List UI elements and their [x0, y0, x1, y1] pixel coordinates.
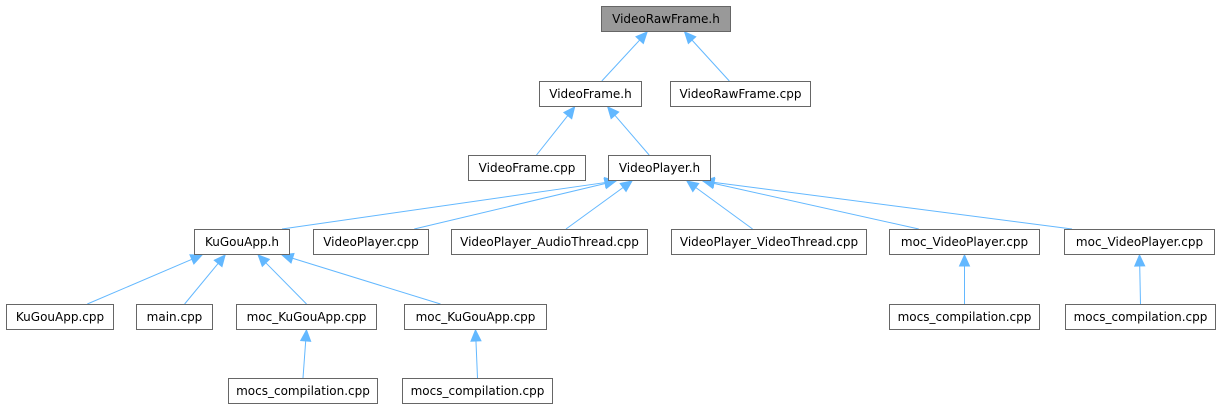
arrowhead-videoplayer-h-to-videoframe-h: [606, 106, 620, 120]
node-moc-videoplayer-cpp-2[interactable]: moc_VideoPlayer.cpp: [1064, 229, 1215, 255]
node-videorawframe-cpp[interactable]: VideoRawFrame.cpp: [670, 81, 811, 107]
edge-videoplayer-h-to-videoframe-h: [614, 115, 650, 156]
node-label: mocs_compilation.cpp: [410, 384, 545, 398]
arrowhead-moc-kugouapp-cpp-1-to-kugouapp-h: [257, 254, 271, 268]
node-main-cpp[interactable]: main.cpp: [136, 304, 213, 330]
edge-videoplayer-cpp-to-videoplayer-h: [414, 183, 606, 230]
node-kugouapp-cpp[interactable]: KuGouApp.cpp: [6, 304, 114, 330]
arrowhead-main-cpp-to-kugouapp-h: [213, 254, 226, 268]
node-label: VideoFrame.h: [549, 87, 632, 101]
edge-main-cpp-to-kugouapp-h: [184, 263, 219, 305]
edge-moc-kugouapp-cpp-1-to-kugouapp-h: [265, 262, 307, 305]
arrowhead-mocs-compilation-cpp-3-to-moc-videoplayer-cpp-1: [958, 253, 971, 267]
edge-mocs-compilation-cpp-2-to-moc-kugouapp-cpp-2: [475, 340, 478, 379]
node-label: moc_KuGouApp.cpp: [246, 310, 367, 324]
edge-videoframe-cpp-to-videoframe-h: [536, 115, 569, 156]
edge-kugouapp-cpp-to-kugouapp-h: [87, 258, 193, 305]
node-label: VideoRawFrame.cpp: [679, 87, 802, 101]
node-label: VideoPlayer.cpp: [323, 235, 419, 249]
node-mocs-compilation-cpp-1[interactable]: mocs_compilation.cpp: [228, 378, 378, 404]
edge-mocs-compilation-cpp-1-to-moc-kugouapp-cpp-1: [302, 340, 307, 379]
arrowhead-kugouapp-cpp-to-kugouapp-h: [189, 254, 204, 265]
node-videoframe-cpp[interactable]: VideoFrame.cpp: [468, 155, 586, 181]
node-mocs-compilation-cpp-2[interactable]: mocs_compilation.cpp: [402, 378, 553, 404]
arrowhead-videoplayer-audiothread-cpp-to-videoplayer-h: [619, 180, 633, 193]
arrowhead-videoframe-h-to-videorawframe-h: [635, 31, 648, 45]
node-label: moc_KuGouApp.cpp: [415, 310, 536, 324]
node-label: moc_VideoPlayer.cpp: [1075, 235, 1204, 249]
node-label: main.cpp: [146, 310, 203, 324]
node-videoframe-h[interactable]: VideoFrame.h: [539, 81, 642, 107]
node-moc-kugouapp-cpp-2[interactable]: moc_KuGouApp.cpp: [404, 304, 547, 330]
arrowhead-videoframe-cpp-to-videoframe-h: [562, 106, 576, 120]
node-label: KuGouApp.cpp: [15, 310, 105, 324]
edge-moc-videoplayer-cpp-1-to-videoplayer-h: [713, 182, 919, 230]
arrowhead-mocs-compilation-cpp-1-to-moc-kugouapp-cpp-1: [299, 328, 312, 342]
node-label: mocs_compilation.cpp: [1073, 310, 1208, 324]
node-label: VideoFrame.cpp: [478, 161, 576, 175]
node-kugouapp-h[interactable]: KuGouApp.h: [194, 229, 290, 255]
node-videoplayer-audiothread-cpp[interactable]: VideoPlayer_AudioThread.cpp: [451, 229, 648, 255]
node-label: mocs_compilation.cpp: [897, 310, 1032, 324]
node-mocs-compilation-cpp-3[interactable]: mocs_compilation.cpp: [889, 304, 1040, 330]
node-videorawframe-h: VideoRawFrame.h: [601, 6, 731, 32]
node-videoplayer-h[interactable]: VideoPlayer.h: [608, 155, 711, 181]
edge-videorawframe-cpp-to-videorawframe-h: [691, 39, 730, 82]
edge-mocs-compilation-cpp-4-to-moc-videoplayer-cpp-2: [1139, 265, 1141, 305]
node-mocs-compilation-cpp-4[interactable]: mocs_compilation.cpp: [1065, 304, 1216, 330]
edge-kugouapp-h-to-videoplayer-h: [281, 182, 606, 230]
node-label: KuGouApp.h: [205, 235, 279, 249]
arrowhead-videorawframe-cpp-to-videorawframe-h: [683, 31, 697, 45]
edge-videoplayer-videothread-cpp-to-videoplayer-h: [695, 187, 753, 230]
node-videoplayer-videothread-cpp[interactable]: VideoPlayer_VideoThread.cpp: [671, 229, 867, 255]
arrowhead-mocs-compilation-cpp-2-to-moc-kugouapp-cpp-2: [470, 328, 482, 342]
arrowhead-mocs-compilation-cpp-4-to-moc-videoplayer-cpp-2: [1133, 253, 1146, 267]
node-moc-kugouapp-cpp-1[interactable]: moc_KuGouApp.cpp: [236, 304, 377, 330]
node-label: VideoPlayer.h: [618, 161, 701, 175]
arrowhead-videoplayer-videothread-cpp-to-videoplayer-h: [685, 180, 700, 193]
node-videoplayer-cpp[interactable]: VideoPlayer.cpp: [313, 229, 429, 255]
node-label: mocs_compilation.cpp: [236, 384, 370, 398]
edge-moc-kugouapp-cpp-2-to-kugouapp-h: [292, 257, 441, 305]
node-label: VideoPlayer_AudioThread.cpp: [460, 235, 639, 249]
edge-videoplayer-audiothread-cpp-to-videoplayer-h: [565, 187, 624, 230]
node-label: moc_VideoPlayer.cpp: [900, 235, 1029, 249]
edge-moc-videoplayer-cpp-2-to-videoplayer-h: [713, 181, 1073, 230]
node-label: VideoPlayer_VideoThread.cpp: [679, 235, 859, 249]
node-label: VideoRawFrame.h: [612, 12, 720, 26]
node-moc-videoplayer-cpp-1[interactable]: moc_VideoPlayer.cpp: [889, 229, 1040, 255]
edge-videoframe-h-to-videorawframe-h: [601, 39, 641, 82]
